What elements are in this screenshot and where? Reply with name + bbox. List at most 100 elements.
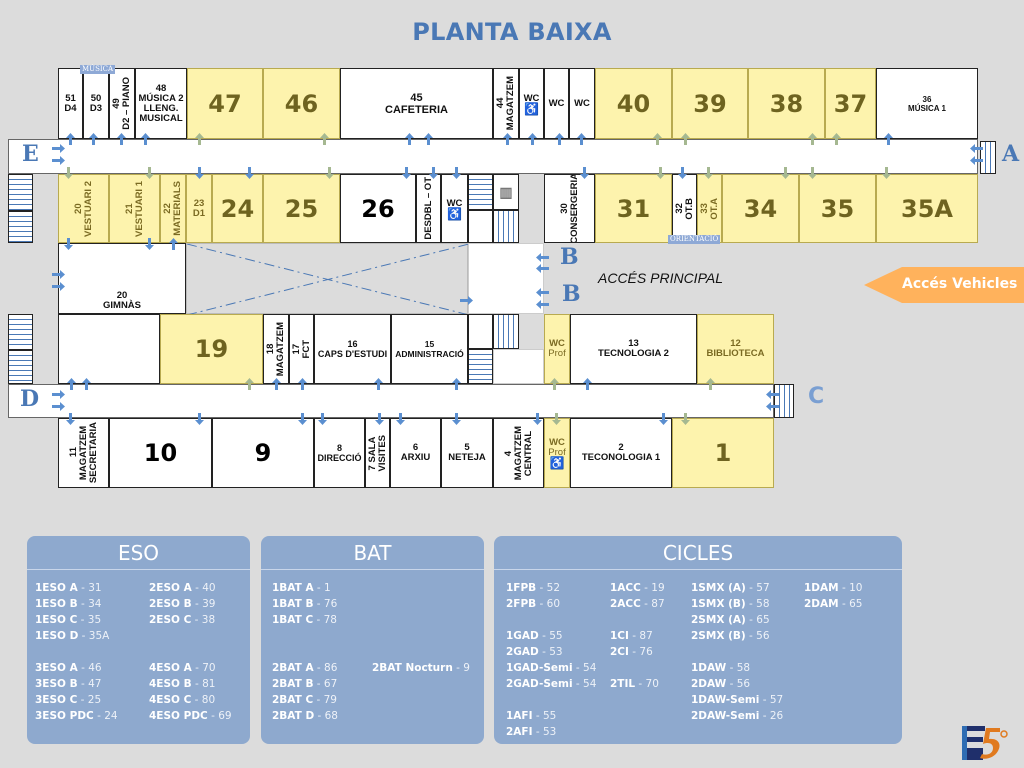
arrow-down-icon xyxy=(66,413,75,425)
room-39: 39 xyxy=(672,68,748,139)
group-name: 2GAD xyxy=(506,646,539,658)
room-ref: - 40 xyxy=(191,582,216,594)
room-ref: - 10 xyxy=(838,582,863,594)
room-ref: - 53 xyxy=(538,646,563,658)
legend-entry: 2GAD - 53 xyxy=(506,644,596,660)
legend-entry: 1GAD-Semi - 54 xyxy=(506,660,596,676)
arrow-up-icon xyxy=(884,133,893,145)
room-ref: - 58 xyxy=(726,662,751,674)
arrow-down-icon xyxy=(452,167,461,179)
room-37: 37 xyxy=(825,68,876,139)
room-name: MATERIALS xyxy=(172,181,183,236)
stairs xyxy=(8,174,33,211)
arrow-up-icon xyxy=(808,133,817,145)
wheelchair-icon: ♿ xyxy=(447,206,462,221)
room-number: 31 xyxy=(616,194,651,223)
room-38: 38 xyxy=(748,68,825,139)
room-name: TECNOLOGIA 2 xyxy=(598,348,669,359)
room-number: 23 xyxy=(193,197,205,209)
room-name: SECRETARIA xyxy=(87,422,99,484)
arrow-down-icon xyxy=(781,167,790,179)
room-number: 10 xyxy=(143,439,178,467)
room-number: 38 xyxy=(769,89,804,118)
group-name: 2AFI xyxy=(506,726,533,738)
legend-entry: 1AFI - 55 xyxy=(506,708,596,724)
room-name: OT.A xyxy=(708,197,720,220)
corridor-north xyxy=(8,139,978,174)
arrow-down-icon xyxy=(245,167,254,179)
room-number: 8 xyxy=(336,443,342,453)
room-name: WC xyxy=(523,92,540,104)
legend-entry: 1GAD - 55 xyxy=(506,628,596,644)
group-name: 1BAT A xyxy=(272,582,314,594)
legend-entry: 2SMX (A) - 65 xyxy=(691,612,783,628)
legend-entry: 2BAT D - 68 xyxy=(272,708,338,724)
room-19: 19 xyxy=(160,314,263,384)
stairs xyxy=(8,314,33,350)
room-number: 5 xyxy=(464,442,470,453)
group-name: 1ACC xyxy=(610,582,641,594)
group-name: 4ESO B xyxy=(149,678,192,690)
legend-entry: 1ESO C - 35 xyxy=(35,612,118,628)
room-name: MÚSICA 2 xyxy=(138,92,184,104)
room-name: MAGATZEM xyxy=(275,321,286,377)
vehicle-access-label: Accés Vehicles xyxy=(902,276,1018,292)
musica-tag: MÚSICA xyxy=(80,65,116,74)
entrance-c-steps xyxy=(774,384,794,418)
room-ref: - 38 xyxy=(191,614,216,626)
arrow-up-icon xyxy=(528,133,537,145)
arrow-up-icon xyxy=(555,133,564,145)
arrow-up-icon xyxy=(583,378,592,390)
room-name: Prof xyxy=(548,348,566,359)
room-ref: - 57 xyxy=(759,694,784,706)
legend-column: 2BAT Nocturn - 9 xyxy=(372,580,470,676)
wc-accessible: WC♿ xyxy=(519,68,544,139)
legend-cicles-title: CICLES xyxy=(494,536,902,570)
room-26: 26 xyxy=(340,174,416,243)
room-34: 34 xyxy=(722,174,799,243)
legend-entry xyxy=(372,628,470,644)
room-unlabeled xyxy=(58,314,160,384)
legend-entry: 2SMX (B) - 56 xyxy=(691,628,783,644)
room-number: 37 xyxy=(833,89,868,118)
group-name: 1BAT C xyxy=(272,614,314,626)
room-number: 20 xyxy=(116,290,128,301)
room-number: 26 xyxy=(361,194,395,223)
arrow-left-icon xyxy=(536,288,549,297)
room-ref: - 87 xyxy=(628,630,653,642)
group-name: 2SMX (B) xyxy=(691,630,746,642)
room-number: 4 xyxy=(502,450,514,456)
room-ref: - 56 xyxy=(726,678,751,690)
legend-entry: 2DAM - 65 xyxy=(804,596,862,612)
arrow-down-icon xyxy=(402,167,411,179)
legend-entry xyxy=(506,612,596,628)
room-name: VISITES xyxy=(376,434,388,472)
group-name: 1AFI xyxy=(506,710,533,722)
group-name: 4ESO PDC xyxy=(149,710,208,722)
room-number: 19 xyxy=(194,335,229,363)
room-number: 6 xyxy=(412,442,419,453)
wheelchair-icon: ♿ xyxy=(549,456,565,470)
legend-entry xyxy=(610,612,665,628)
arrow-down-icon xyxy=(808,167,817,179)
arrow-down-icon xyxy=(195,167,204,179)
legend-entry: 2AFI - 53 xyxy=(506,724,596,740)
group-name: 4ESO C xyxy=(149,694,192,706)
legend-entry: 4ESO PDC - 69 xyxy=(149,708,232,724)
legend-entry: 1ESO D - 35A xyxy=(35,628,118,644)
room-ref: - 65 xyxy=(745,614,770,626)
legend-entry: 2ESO B - 39 xyxy=(149,596,232,612)
arrow-up-icon xyxy=(405,133,414,145)
room-ref: - 76 xyxy=(313,598,338,610)
arrow-down-icon xyxy=(145,238,154,250)
room-ref: - 46 xyxy=(77,662,102,674)
